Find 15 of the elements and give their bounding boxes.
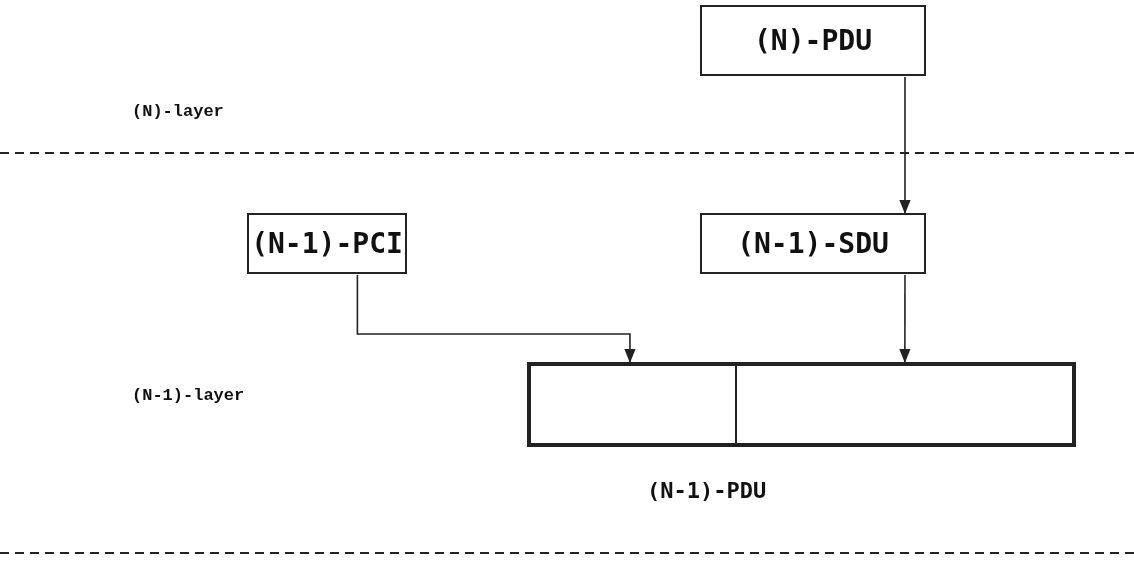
- process-box: [700, 5, 926, 76]
- arrow: [899, 274, 911, 364]
- process-box: [700, 213, 926, 274]
- node-label: (N-1)-PCI: [251, 227, 403, 260]
- arrow: [356, 274, 636, 364]
- process-box: [247, 213, 407, 274]
- box-segment: [529, 364, 737, 445]
- box-segment: [735, 364, 1074, 445]
- arrow: [899, 76, 911, 215]
- node-label: (N-1)-PDU: [647, 478, 767, 503]
- layer-label: (N)-layer: [132, 102, 224, 121]
- layer-label: (N-1)-layer: [132, 386, 245, 405]
- node-label: (N-1)-SDU: [737, 227, 889, 260]
- node-label: (N)-PDU: [754, 24, 872, 57]
- box-segment: [527, 362, 1076, 447]
